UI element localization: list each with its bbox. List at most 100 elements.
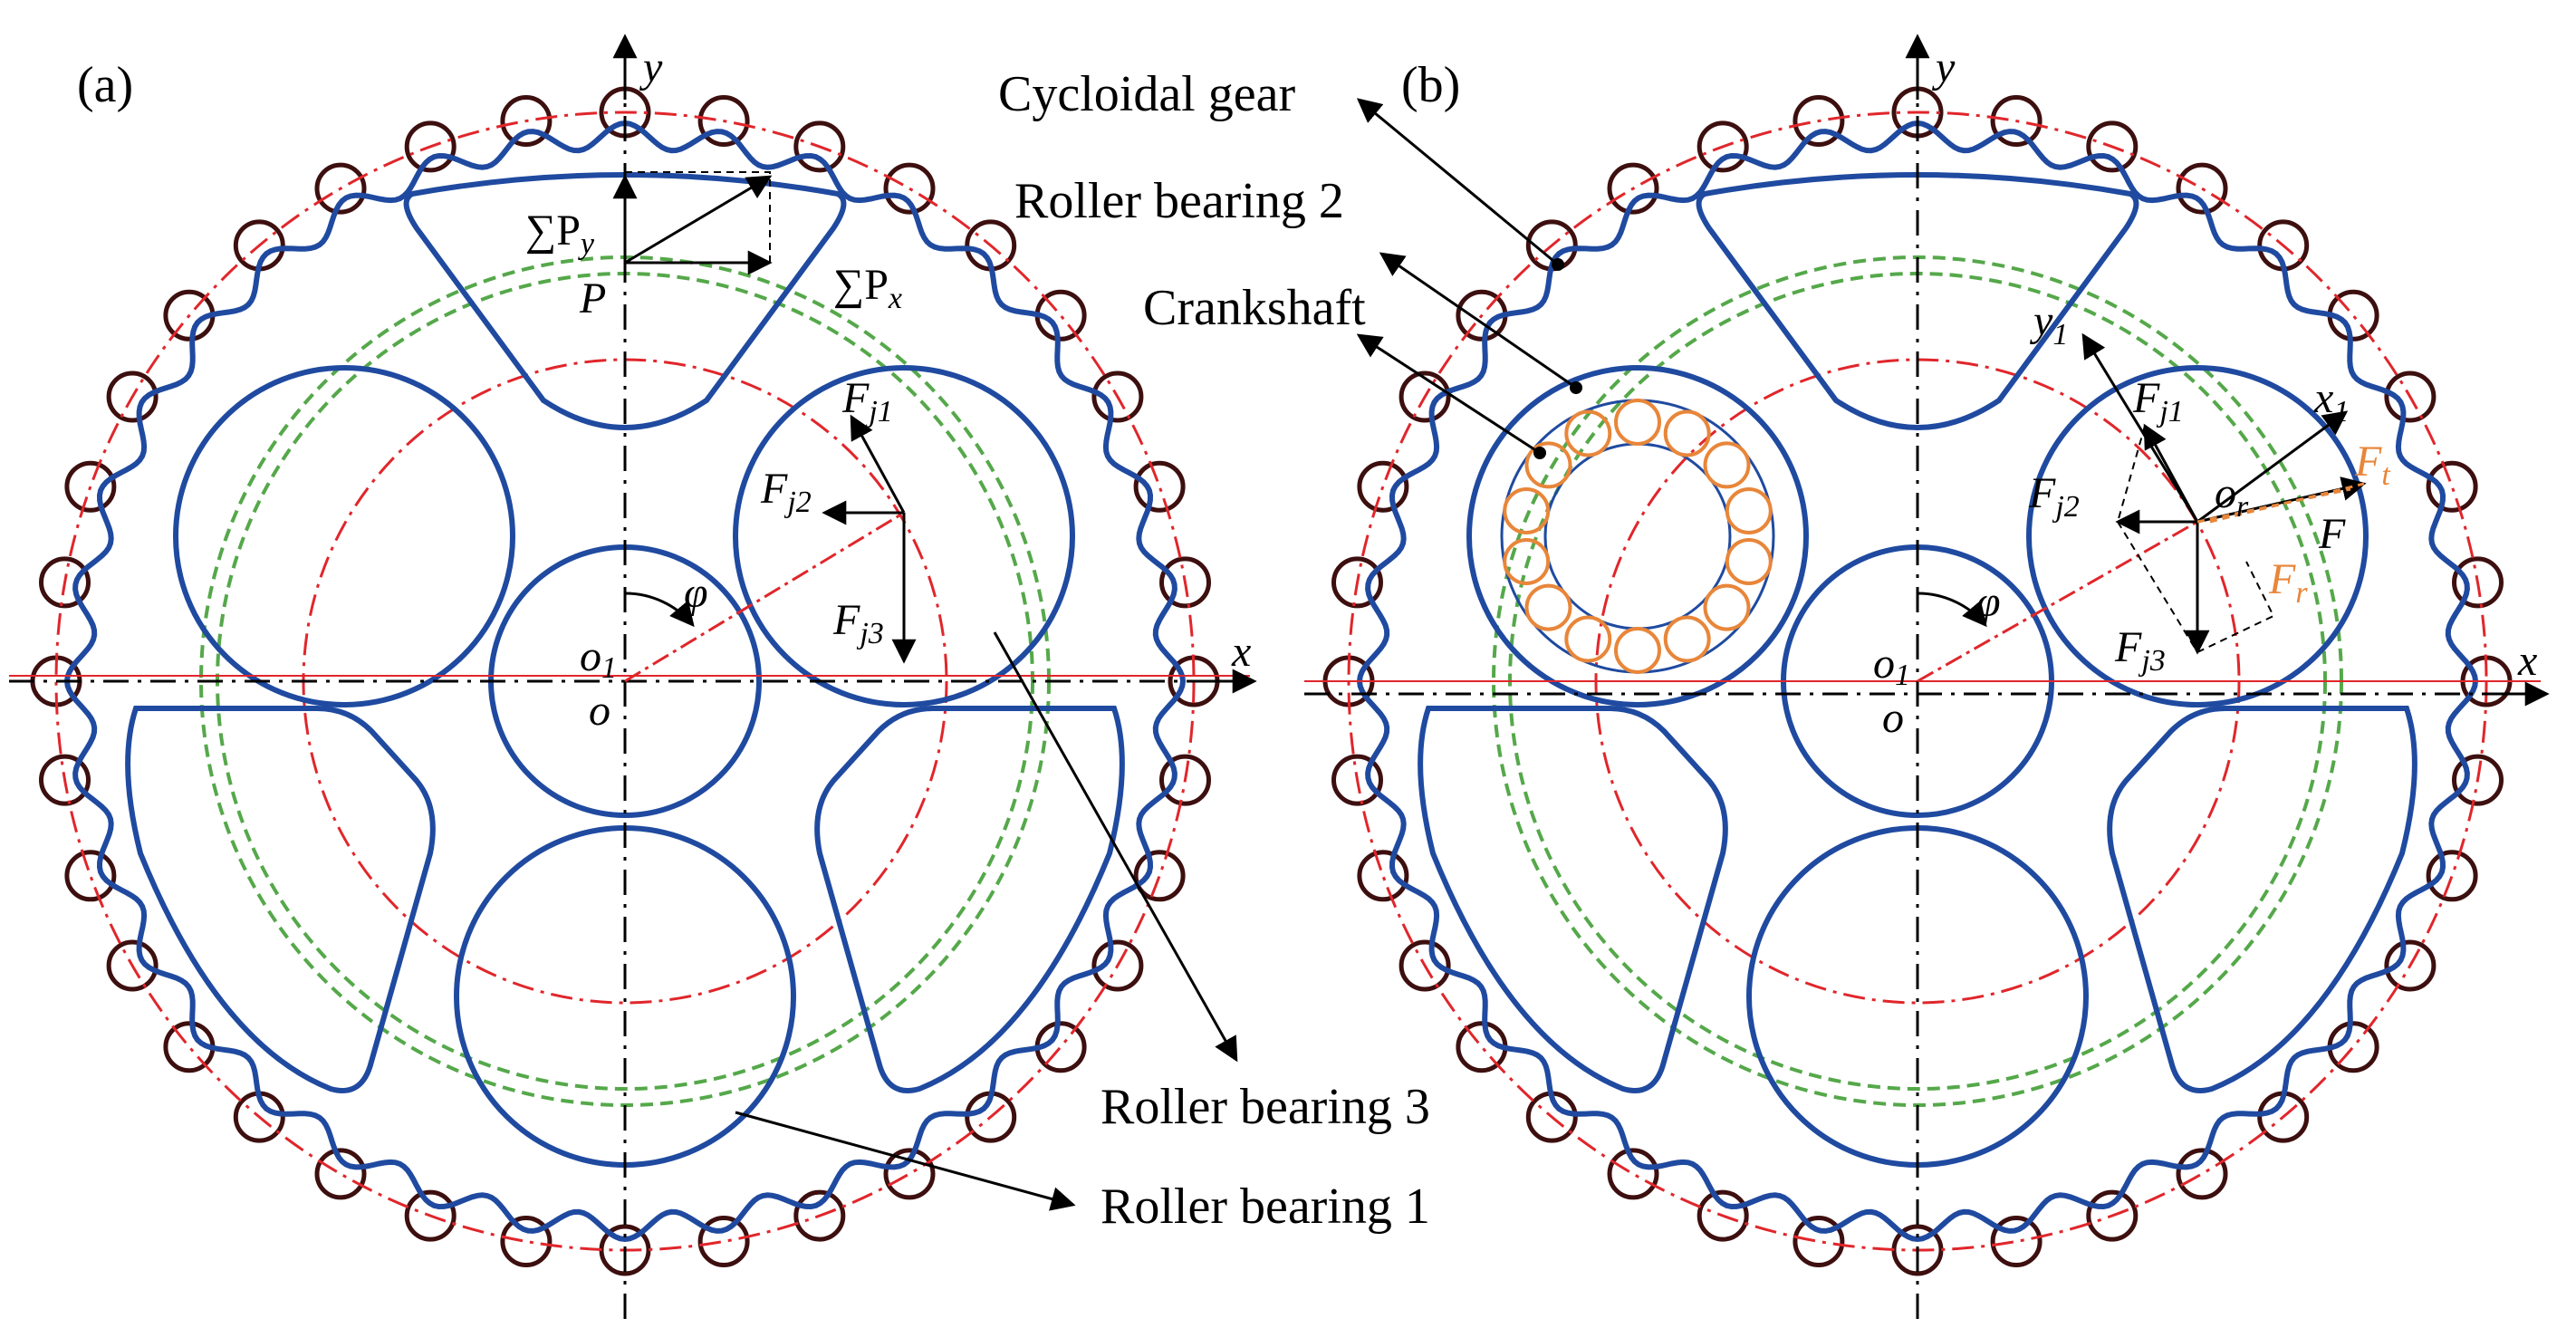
panel-b [1304,34,2550,1319]
b-pin-12 [2426,850,2478,902]
phi-label-a: φ [684,569,708,617]
leader-roller-bearing-2 [1379,252,1577,390]
crankshaft-inner-b [1543,442,1732,630]
leader-cycloidal-gear [1356,98,1559,266]
origin1-label-a: o1 [580,632,617,685]
bearing-roller-10 [1524,583,1572,631]
bearing-roller-7 [1663,615,1711,663]
windows-b [1418,172,2417,1093]
cycloidal-gear-profile-b [1356,120,2479,1243]
bearing-roller-1 [1614,399,1661,446]
leader-dot-bearing2 [1570,381,1582,394]
fr-label-b: Fr [2268,555,2308,610]
a-window-top [403,172,847,430]
y-axis-label-b: y [1931,43,1956,91]
b-window-bottom-right [2107,706,2417,1093]
a-pin-26 [64,850,117,902]
roller-bearing-hole-right-a [733,365,1075,707]
origin-label-a: o [589,687,610,735]
sum-px-label: ∑Px [833,261,902,315]
x-axis-label-b: x [2517,637,2537,685]
bearing-roller-11 [1503,538,1551,585]
crankshaft-outer-b [1500,399,1775,674]
fj1-arrow-a [850,414,906,514]
sum-py-label: ∑Py [525,207,595,261]
a-pin-4 [883,162,936,215]
a-pin-18 [697,1216,750,1267]
phi-arc-a [624,592,695,628]
b-pin-8 [2426,460,2478,513]
roller-bearing-hole-left-b [1466,365,1809,707]
b-window-bottom-left [1418,706,1728,1093]
b-pin-18 [1990,1216,2043,1267]
fj1-label-a: Fj1 [841,374,893,428]
or-label-b: or [2215,469,2249,524]
bearing-roller-5 [1725,538,1773,585]
label-roller-bearing-3: Roller bearing 3 [1101,1079,1430,1135]
b-pin-22 [1607,1148,1659,1200]
roller-bearing-hole-right-b [2026,365,2369,707]
label-crankshaft: Crankshaft [1143,280,1366,336]
x1-axis-b [2196,410,2349,524]
fr-line-b [2209,482,2365,524]
bearing-roller-3 [1703,441,1751,489]
fj3-label-a: Fj3 [832,596,884,650]
fj-rect-3-b [2196,561,2275,653]
leader-roller-bearing-3 [993,631,1238,1063]
fj2-label-a: Fj2 [760,465,812,519]
a-window-bottom-left [125,706,436,1093]
y1-axis-b [2081,332,2199,523]
f-label-b: F [2318,510,2346,558]
origin1-label-b: o1 [1873,640,1910,692]
p-label: P [579,274,606,322]
bearing-roller-14 [1564,409,1612,457]
leader-crankshaft [1356,333,1541,455]
label-roller-bearing-1: Roller bearing 1 [1101,1179,1430,1235]
bearing-roller-8 [1614,627,1661,674]
fj-rect-2-b [2117,425,2146,523]
leader-roller-bearing-1 [735,1111,1076,1211]
a-pin-22 [314,1148,367,1200]
a-pin-8 [1133,460,1186,513]
panel-a-tag: (a) [77,57,133,113]
b-pin-16 [2176,1148,2228,1200]
y1-label-b: y1 [2029,297,2068,351]
bearing-roller-2 [1663,409,1711,457]
windows-a [125,172,1125,1093]
b-window-top [1696,172,2139,430]
a-window-bottom-right [814,706,1125,1093]
leader-dot-cycloidal [1552,258,1564,271]
bearing-rollers-b [1503,399,1773,674]
bearing-roller-6 [1703,583,1751,631]
origin-label-b: o [1882,694,1904,742]
crank-line-b [1917,520,2198,683]
bearing-roller-4 [1725,487,1773,534]
b-pin-20 [1793,1216,1845,1267]
x1-label-b: x1 [2313,374,2349,428]
fj-rect-1-b [2117,521,2198,653]
sum-p-arrow-a [624,175,773,265]
label-roller-bearing-2: Roller bearing 2 [1014,173,1344,229]
p-rect-a [625,171,771,263]
bearing-roller-12 [1503,487,1551,534]
ft-label-b: Ft [2354,438,2391,492]
phi-label-b: φ [1976,578,2001,626]
phi-arc-b [1917,592,1987,628]
roller-bearing-hole-left-a [173,365,515,707]
panel-a [9,34,1257,1319]
crank-line-a [624,511,905,683]
x-axis-label-a: x [1231,628,1251,676]
bearing-roller-9 [1564,615,1612,663]
b-pin-26 [1357,850,1409,902]
fj3-label-b: Fj3 [2114,623,2166,678]
bearing-roller-13 [1524,441,1572,489]
cycloidal-gear-profile-a [63,120,1187,1243]
fj2-label-b: Fj2 [2028,469,2080,524]
label-cycloidal-gear: Cycloidal gear [998,66,1295,122]
leader-dot-crankshaft [1533,447,1546,459]
a-pin-20 [500,1216,553,1267]
panel-b-tag: (b) [1401,57,1460,113]
y-axis-label-a: y [639,43,663,91]
fj1-label-b: Fj1 [2132,374,2184,428]
